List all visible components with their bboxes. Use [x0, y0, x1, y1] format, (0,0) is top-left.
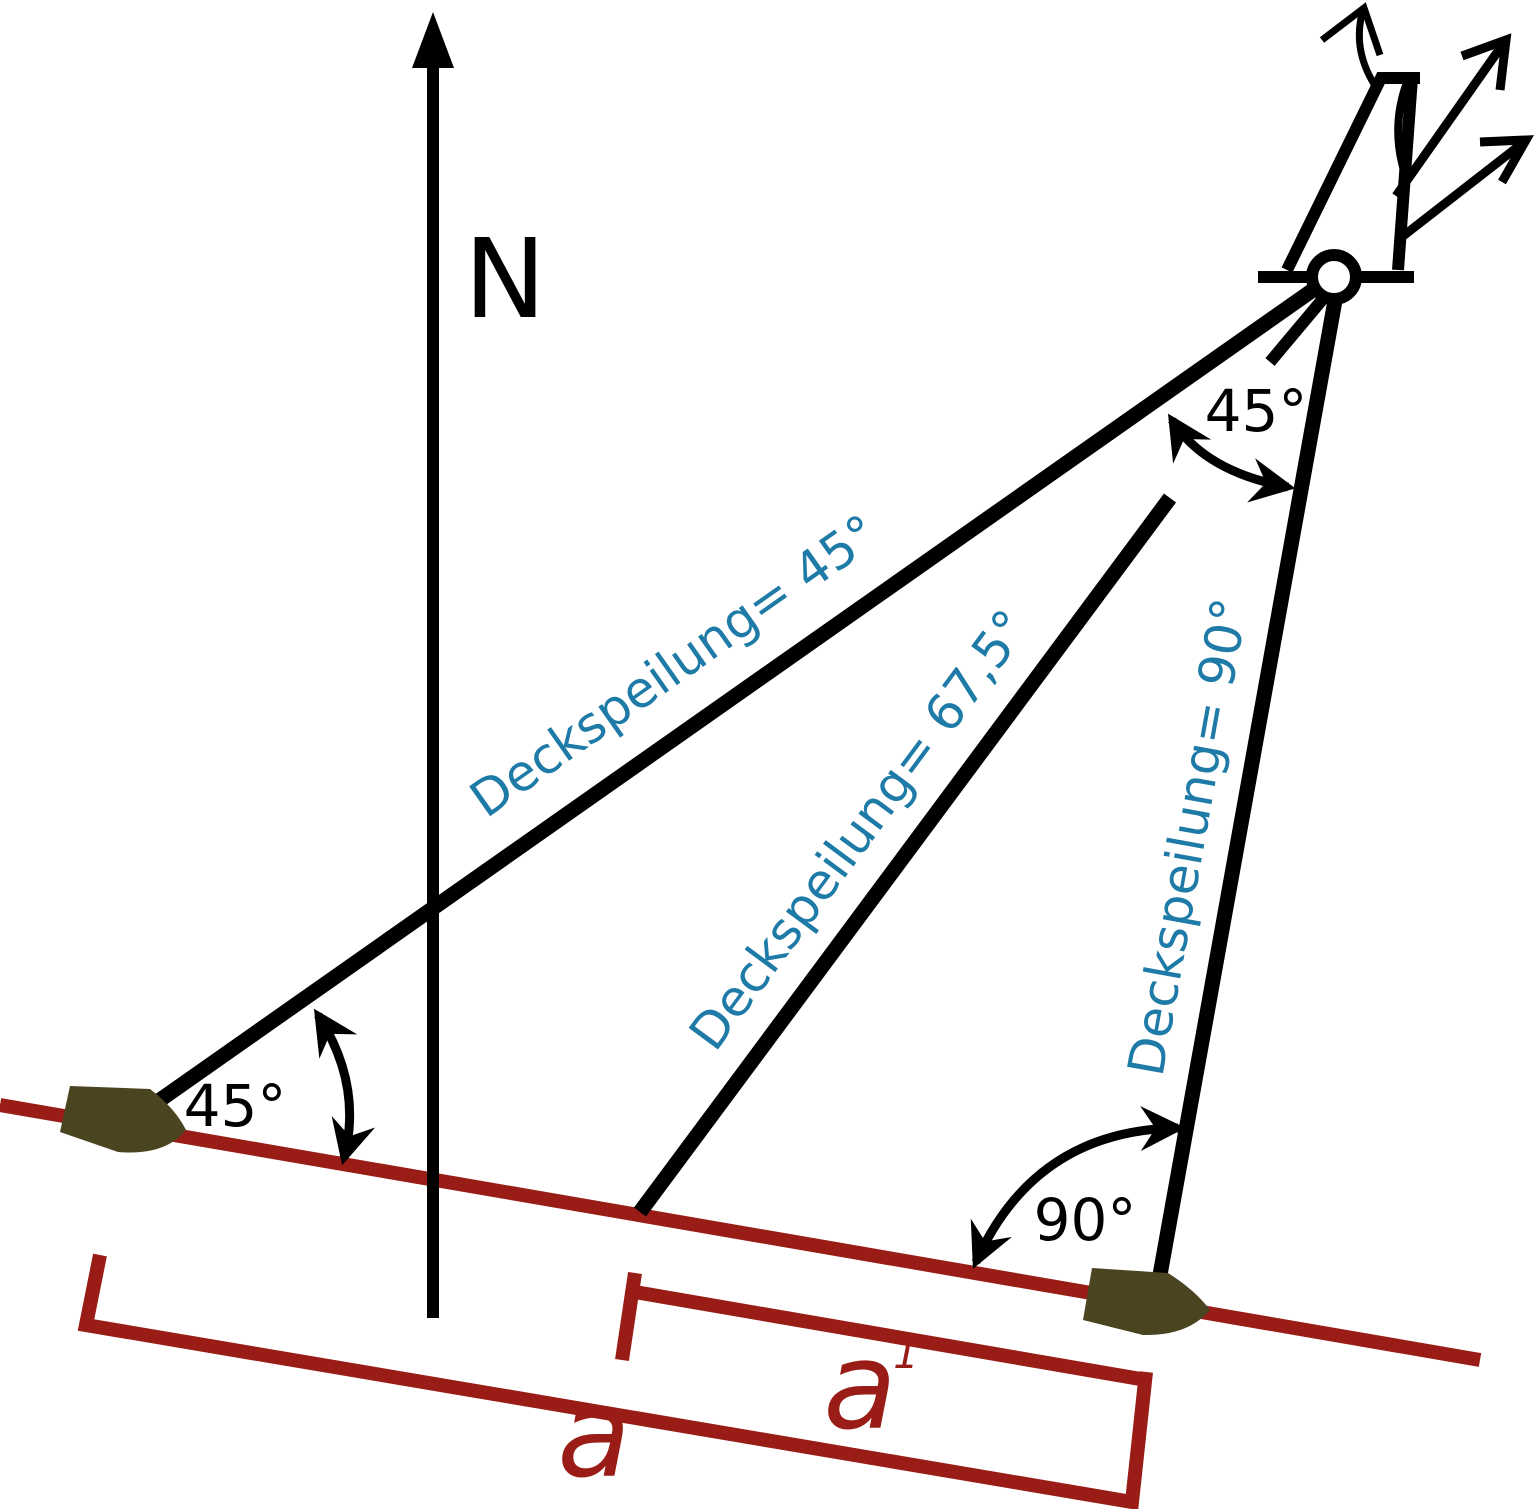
lighthouse-icon — [1258, 2, 1534, 305]
bearing-line-45 — [155, 278, 1325, 1107]
bearing-line-67-5 — [633, 493, 1177, 1217]
north-label: N — [464, 215, 546, 343]
north-arrow — [412, 12, 454, 1318]
angle-label-lighthouse: 45° — [1205, 377, 1308, 445]
angle-arc-lighthouse — [1167, 413, 1296, 503]
distance-label-a: a — [557, 1366, 631, 1505]
bearing-line-stub — [1265, 296, 1327, 366]
bearing-label-67-5: Deckspeilung= 67,5° — [678, 599, 1041, 1061]
bearing-label-45: Deckspeilung= 45° — [460, 503, 889, 829]
boat-end-icon — [1083, 1268, 1210, 1336]
boat-start-icon — [60, 1086, 186, 1153]
distance-label-a1: a — [823, 1318, 897, 1457]
angle-arc-start — [313, 1008, 376, 1166]
angle-arc-right — [970, 1106, 1186, 1269]
bearing-line-90 — [1152, 293, 1344, 1277]
distance-label-a1-sup: 1 — [893, 1332, 918, 1378]
distance-bracket-a1 — [615, 1271, 1148, 1387]
course-line — [0, 1098, 1482, 1367]
angle-label-start: 45° — [184, 1072, 287, 1140]
angle-label-right: 90° — [1034, 1186, 1137, 1254]
distance-bracket-a — [77, 1253, 1153, 1509]
